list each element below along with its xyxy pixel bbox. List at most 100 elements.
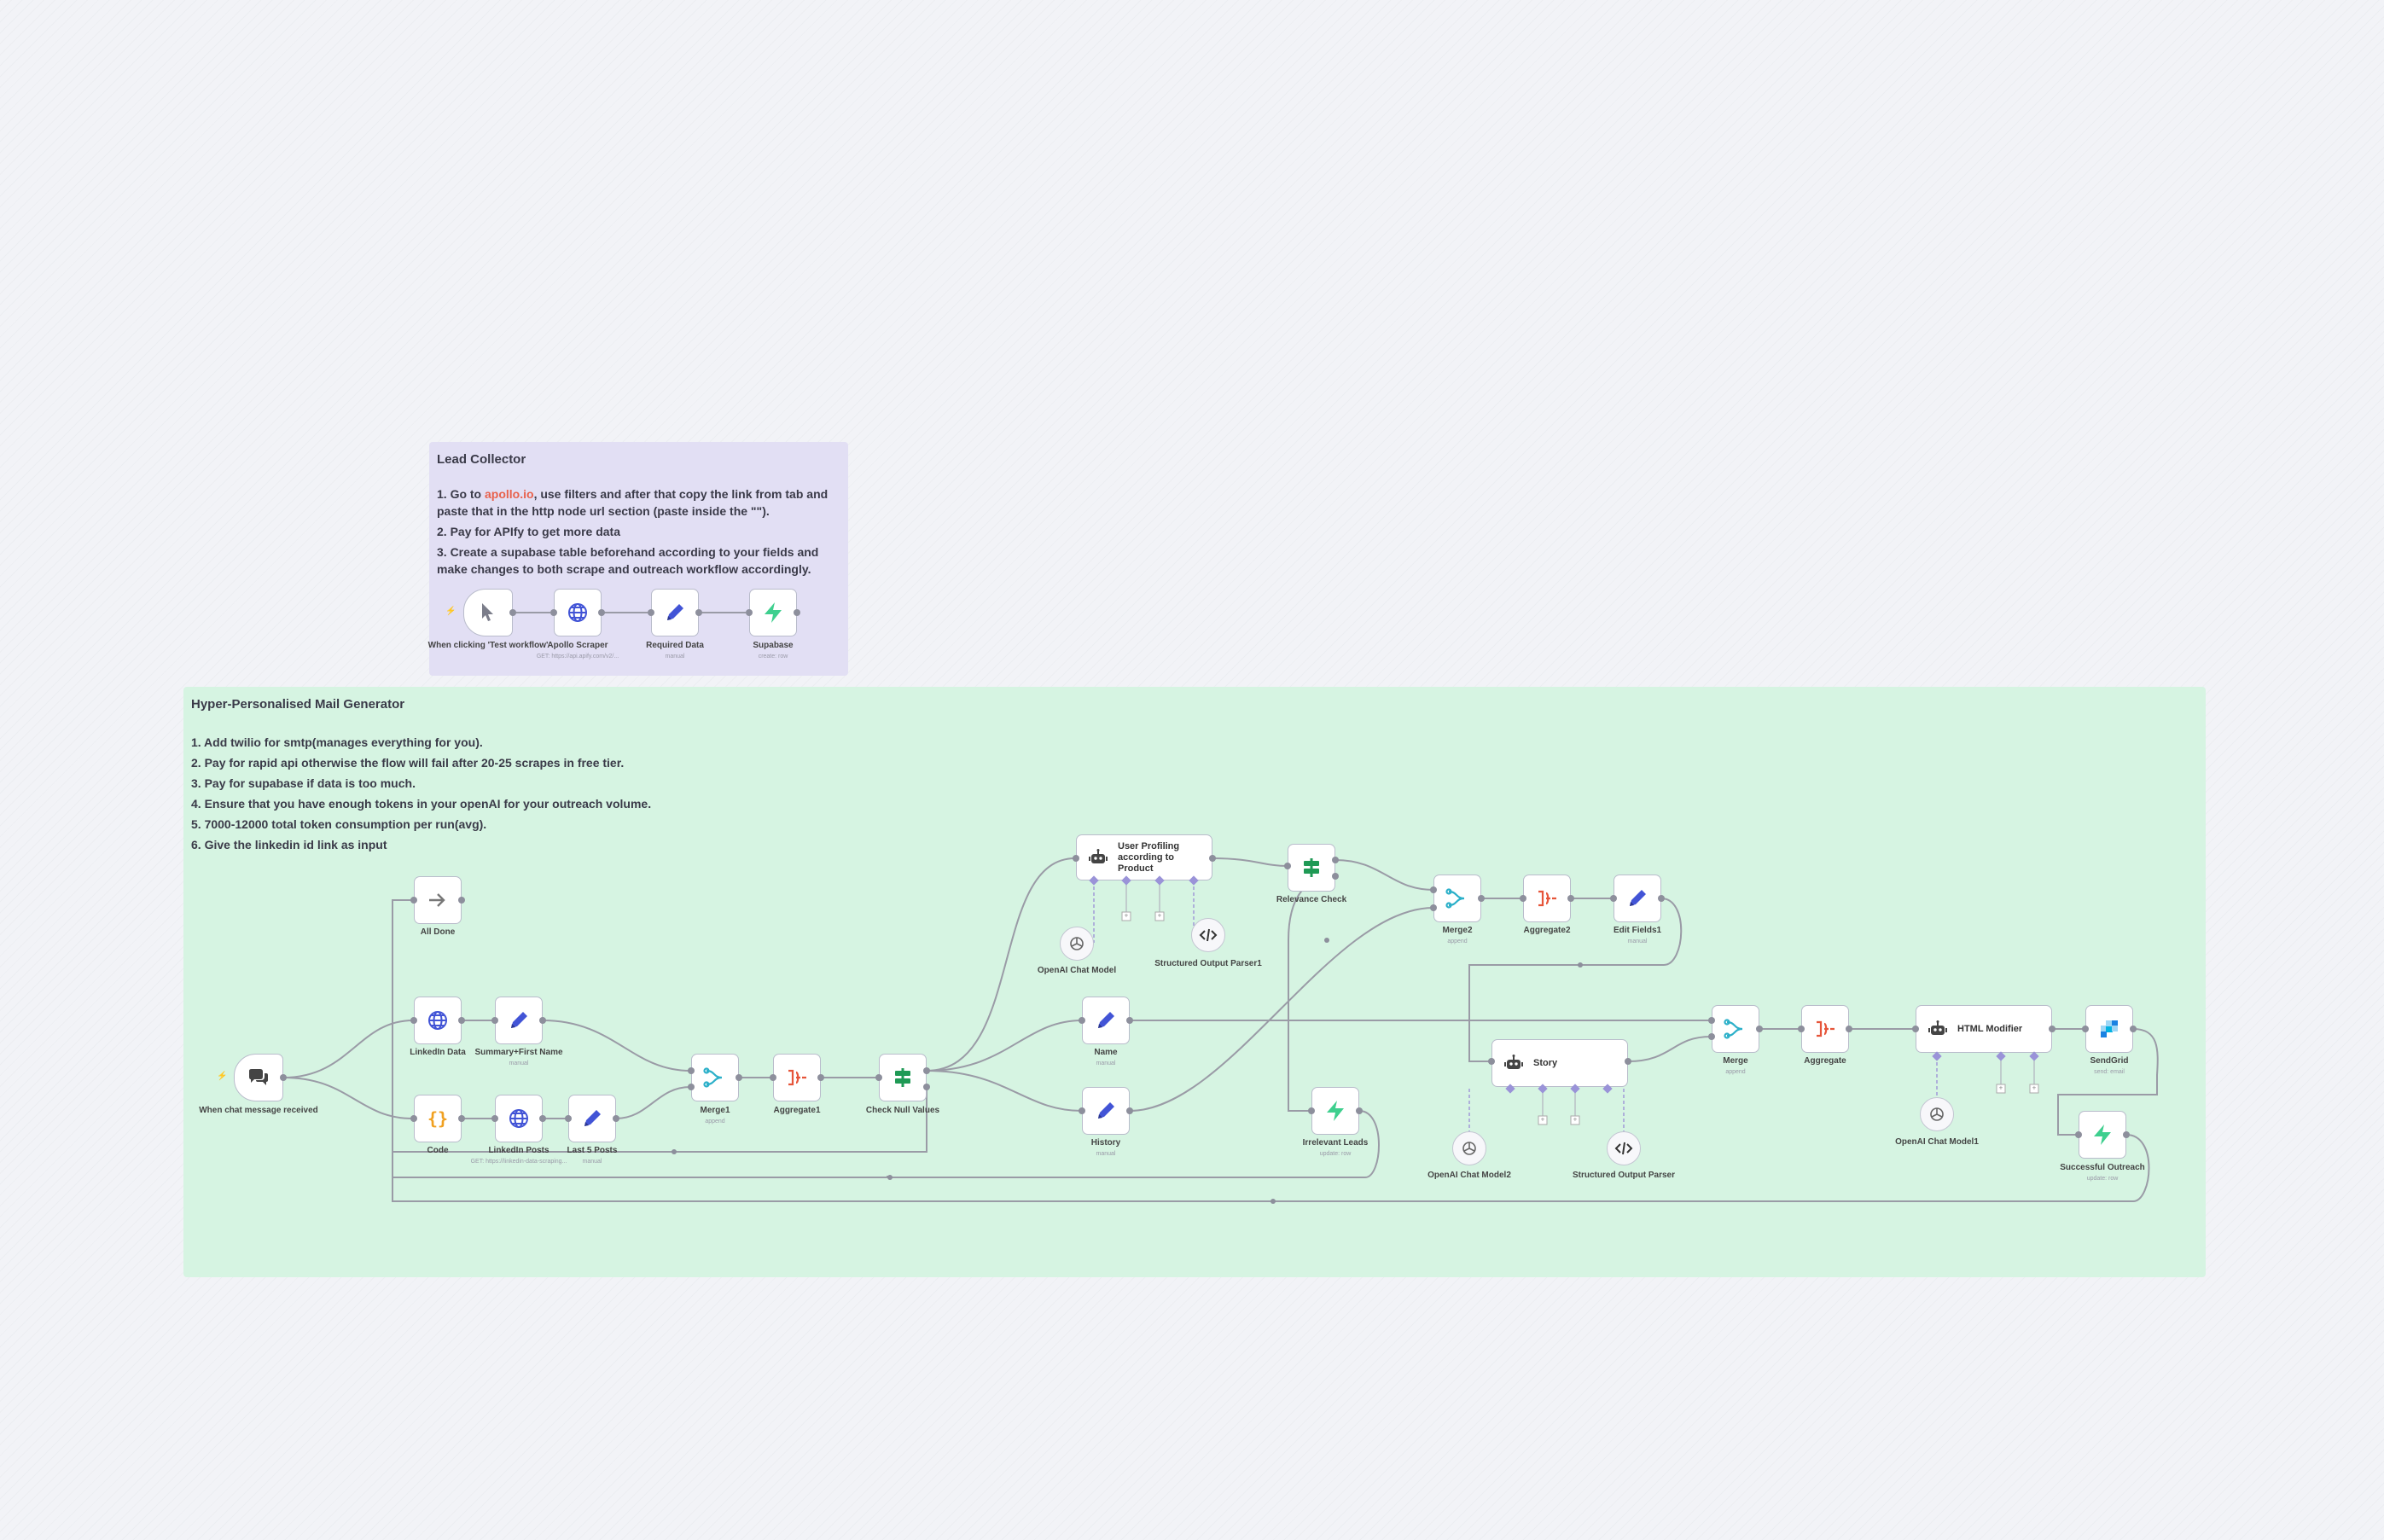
- node-aggregate1[interactable]: [773, 1054, 821, 1101]
- input-port[interactable]: [1079, 1017, 1085, 1024]
- input-port[interactable]: [875, 1074, 882, 1081]
- node-linkedin-data[interactable]: [414, 997, 462, 1044]
- input-port[interactable]: [1912, 1026, 1919, 1032]
- output-port[interactable]: [794, 609, 800, 616]
- node-merge1[interactable]: [691, 1054, 739, 1101]
- apollo-link[interactable]: apollo.io: [485, 487, 534, 501]
- output-port[interactable]: [1567, 895, 1574, 902]
- add-tool-button[interactable]: +: [1154, 911, 1165, 921]
- output-port[interactable]: [1658, 895, 1665, 902]
- output-port[interactable]: [2123, 1131, 2130, 1138]
- input-port[interactable]: [410, 897, 417, 904]
- output-port[interactable]: [1209, 855, 1216, 862]
- input-port[interactable]: [410, 1017, 417, 1024]
- input-port[interactable]: [565, 1115, 572, 1122]
- node-required-data[interactable]: [651, 589, 699, 636]
- input-port[interactable]: [1079, 1107, 1085, 1114]
- node-manual-trigger[interactable]: [463, 589, 513, 636]
- output-port[interactable]: [736, 1074, 742, 1081]
- node-apollo-scraper[interactable]: [554, 589, 602, 636]
- node-chat-trigger[interactable]: [234, 1054, 283, 1101]
- node-successful-outreach[interactable]: [2079, 1111, 2126, 1159]
- output-port[interactable]: [695, 609, 702, 616]
- input-port[interactable]: [1488, 1058, 1495, 1065]
- node-user-profiling[interactable]: User Profiling according to Product: [1076, 834, 1212, 880]
- output-port[interactable]: [1625, 1058, 1631, 1065]
- node-structured-output-parser[interactable]: [1607, 1131, 1641, 1165]
- node-merge2[interactable]: [1433, 875, 1481, 922]
- node-history[interactable]: [1082, 1087, 1130, 1135]
- add-memory-button[interactable]: +: [1538, 1115, 1548, 1125]
- input-port[interactable]: [746, 609, 753, 616]
- output-port[interactable]: [458, 897, 465, 904]
- node-story[interactable]: Story: [1491, 1039, 1628, 1087]
- node-edit-fields1[interactable]: [1614, 875, 1661, 922]
- output-port[interactable]: [539, 1115, 546, 1122]
- node-code[interactable]: {}: [414, 1095, 462, 1142]
- input-port[interactable]: [2075, 1131, 2082, 1138]
- node-merge[interactable]: [1712, 1005, 1759, 1053]
- input-port[interactable]: [1610, 895, 1617, 902]
- input-port[interactable]: [1073, 855, 1079, 862]
- input-port[interactable]: [648, 609, 654, 616]
- input-port[interactable]: [1430, 904, 1437, 911]
- output-port-false[interactable]: [923, 1084, 930, 1090]
- output-port[interactable]: [1356, 1107, 1363, 1114]
- output-port[interactable]: [458, 1017, 465, 1024]
- output-port-true[interactable]: [1332, 857, 1339, 863]
- output-port[interactable]: [509, 609, 516, 616]
- input-port[interactable]: [1708, 1033, 1715, 1040]
- input-port[interactable]: [1430, 886, 1437, 893]
- node-aggregate2[interactable]: [1523, 875, 1571, 922]
- input-port[interactable]: [1708, 1017, 1715, 1024]
- output-port-false[interactable]: [1332, 873, 1339, 880]
- output-port[interactable]: [1846, 1026, 1852, 1032]
- output-port[interactable]: [1478, 895, 1485, 902]
- output-port[interactable]: [613, 1115, 619, 1122]
- node-relevance-check[interactable]: [1288, 844, 1335, 892]
- node-name[interactable]: [1082, 997, 1130, 1044]
- output-port[interactable]: [2049, 1026, 2055, 1032]
- add-tool-button[interactable]: +: [2029, 1084, 2039, 1094]
- input-port[interactable]: [688, 1067, 695, 1074]
- node-openai-chat-model2[interactable]: [1452, 1131, 1486, 1165]
- input-port[interactable]: [1520, 895, 1526, 902]
- node-openai-chat-model1[interactable]: [1920, 1097, 1954, 1131]
- node-openai-chat-model[interactable]: [1060, 927, 1094, 961]
- output-port[interactable]: [817, 1074, 824, 1081]
- node-last-5-posts[interactable]: [568, 1095, 616, 1142]
- node-aggregate[interactable]: [1801, 1005, 1849, 1053]
- output-port-true[interactable]: [923, 1067, 930, 1074]
- node-linkedin-posts[interactable]: [495, 1095, 543, 1142]
- node-all-done[interactable]: [414, 876, 462, 924]
- node-structured-output-parser1[interactable]: [1191, 918, 1225, 952]
- input-port[interactable]: [688, 1084, 695, 1090]
- output-port[interactable]: [539, 1017, 546, 1024]
- output-port[interactable]: [1126, 1017, 1133, 1024]
- input-port[interactable]: [550, 609, 557, 616]
- add-memory-button[interactable]: +: [1121, 911, 1131, 921]
- input-port[interactable]: [1308, 1107, 1315, 1114]
- input-port[interactable]: [491, 1115, 498, 1122]
- output-port[interactable]: [1126, 1107, 1133, 1114]
- input-port[interactable]: [491, 1017, 498, 1024]
- output-port[interactable]: [2130, 1026, 2137, 1032]
- node-html-modifier[interactable]: HTML Modifier: [1916, 1005, 2052, 1053]
- input-port[interactable]: [2082, 1026, 2089, 1032]
- node-irrelevant-leads[interactable]: [1311, 1087, 1359, 1135]
- input-port[interactable]: [1798, 1026, 1805, 1032]
- node-sendgrid[interactable]: [2085, 1005, 2133, 1053]
- input-port[interactable]: [410, 1115, 417, 1122]
- output-port[interactable]: [598, 609, 605, 616]
- add-tool-button[interactable]: +: [1570, 1115, 1580, 1125]
- output-port[interactable]: [458, 1115, 465, 1122]
- add-memory-button[interactable]: +: [1996, 1084, 2006, 1094]
- output-port[interactable]: [280, 1074, 287, 1081]
- node-check-null-values[interactable]: [879, 1054, 927, 1101]
- node-supabase[interactable]: [749, 589, 797, 636]
- node-summary-first-name[interactable]: [495, 997, 543, 1044]
- output-port[interactable]: [1756, 1026, 1763, 1032]
- input-port[interactable]: [1284, 863, 1291, 869]
- input-port[interactable]: [770, 1074, 776, 1081]
